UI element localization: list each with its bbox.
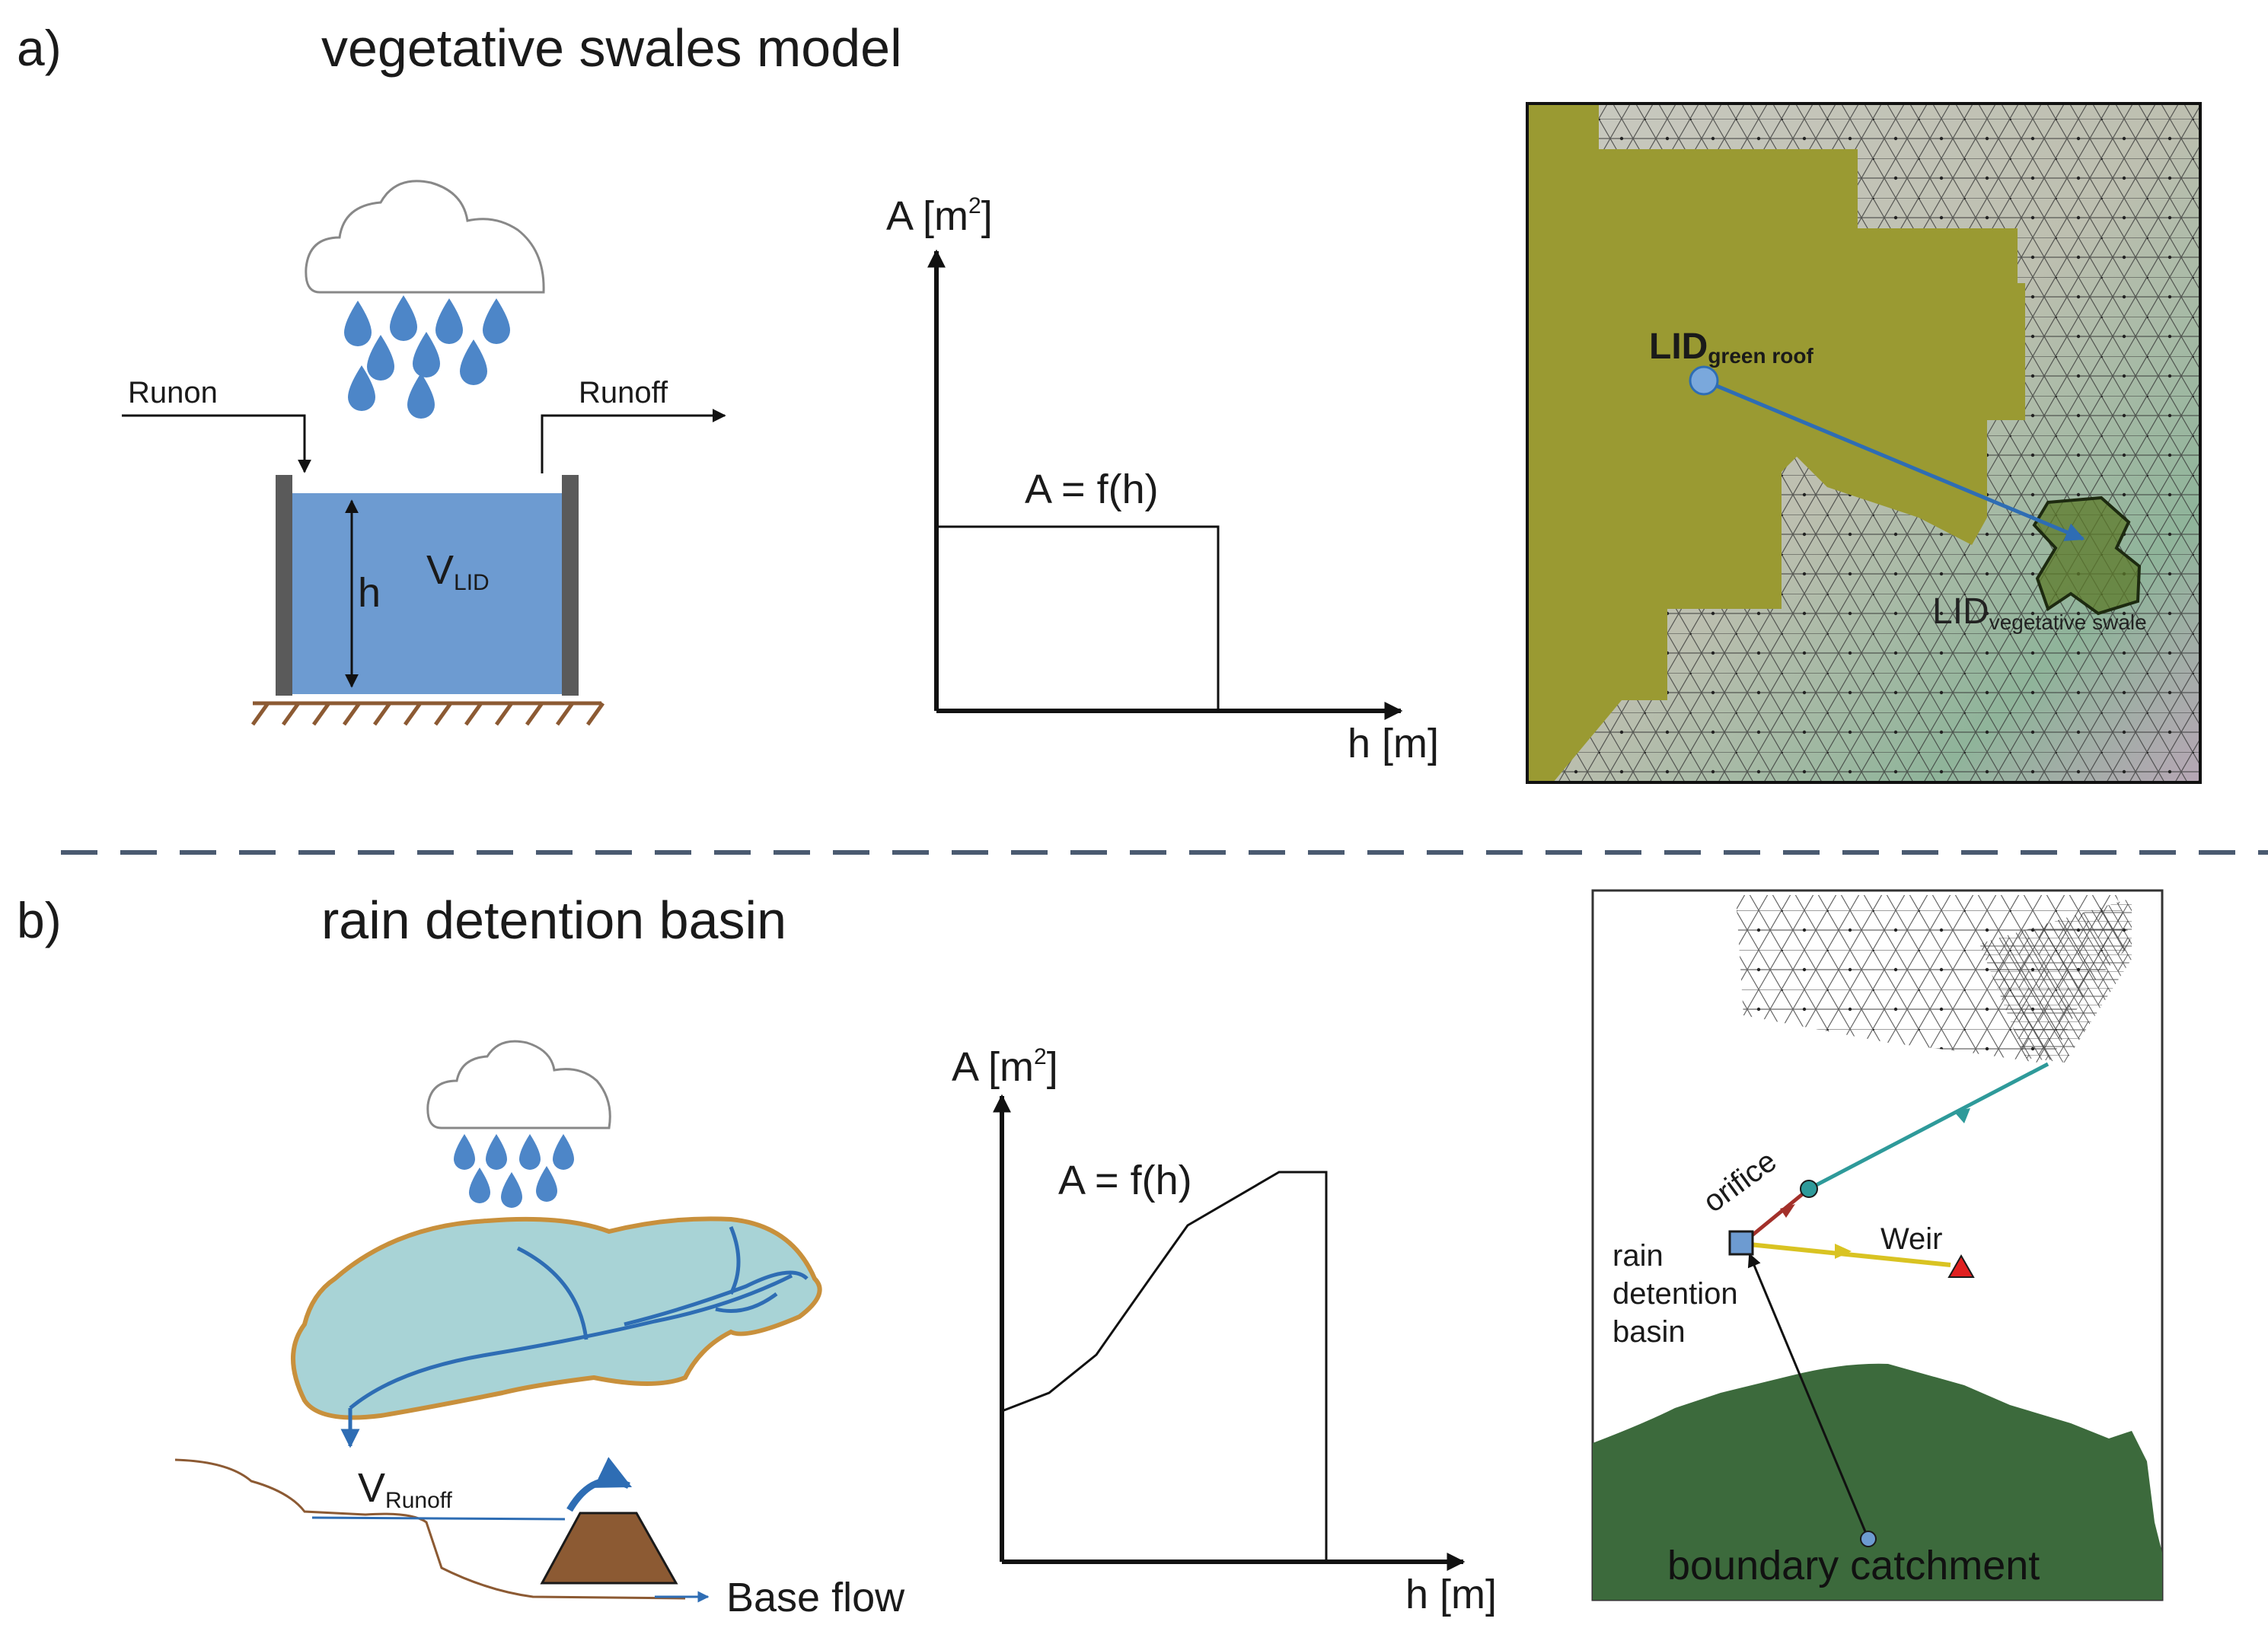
basin-label-line2: detention — [1612, 1277, 1738, 1311]
panel-a — [122, 102, 2202, 784]
chart-a-y-close: ] — [981, 193, 993, 239]
chart-a-x-label: h [m] — [1348, 721, 1440, 766]
chart-b-y-close: ] — [1046, 1044, 1058, 1090]
lid-green-roof-sub: green roof — [1708, 344, 1813, 368]
panel-b-letter: b) — [17, 892, 62, 948]
overflow-arrow — [566, 1457, 633, 1512]
panel-b — [174, 889, 2164, 1603]
lid-swale-label: LIDvegetative swale — [1932, 594, 2147, 633]
raindrops-icon — [344, 295, 510, 419]
basin-label-line3: basin — [1612, 1315, 1686, 1349]
panel-a-letter: a) — [17, 20, 62, 76]
tank-wall-right — [562, 475, 579, 696]
runoff-volume-sub: Runoff — [385, 1488, 452, 1513]
tank-wall-left — [276, 475, 292, 696]
runoff-volume-label: VRunoff — [358, 1467, 452, 1512]
chart-a-y-text: A [m — [886, 193, 969, 239]
volume-sub: LID — [454, 570, 490, 595]
chart-a-function-label: A = f(h) — [1025, 467, 1159, 512]
lid-green-roof-main: LID — [1649, 327, 1708, 367]
runoff-volume-main: V — [358, 1465, 386, 1511]
runoff-level-line — [311, 1516, 566, 1521]
chart-b-x-label: h [m] — [1405, 1572, 1498, 1617]
raindrops-icon — [454, 1134, 574, 1208]
chart-a — [927, 249, 1403, 720]
lid-swale-main: LID — [1932, 591, 1989, 632]
runon-arrow — [122, 414, 311, 473]
runoff-arrow — [541, 409, 726, 473]
detention-dam — [540, 1512, 678, 1585]
boundary-catchment-area — [1593, 1363, 2162, 1600]
map-a — [1526, 102, 2202, 784]
volume-label: VLID — [426, 550, 490, 594]
chart-a-curve — [936, 525, 1220, 711]
height-label: h — [358, 570, 381, 616]
boundary-catchment-label: boundary catchment — [1667, 1543, 2040, 1588]
map-b — [1591, 889, 2164, 1601]
terrain-line — [174, 1458, 686, 1600]
chart-b-curve — [1001, 1171, 1328, 1562]
teal-link — [1807, 1062, 2049, 1191]
weir-link — [1741, 1241, 1951, 1267]
water-volume — [291, 493, 563, 694]
lid-link-line — [1703, 378, 2085, 541]
volume-main: V — [426, 547, 455, 593]
catchment-link — [1747, 1253, 1870, 1540]
chart-a-y-label: A [m2] — [886, 195, 993, 237]
cloud-icon — [426, 1040, 611, 1129]
runon-label: Runon — [128, 376, 218, 409]
chart-b-function-label: A = f(h) — [1058, 1158, 1192, 1203]
catchment-centroid — [1860, 1531, 1877, 1547]
green-roof-polygon — [1527, 104, 2025, 782]
chart-b-y-text: A [m — [952, 1044, 1035, 1090]
chart-b-y-sup: 2 — [1034, 1044, 1047, 1069]
chart-b — [993, 1094, 1466, 1571]
outfall-node — [1947, 1254, 1975, 1278]
rain-detention-basin-node — [1728, 1230, 1754, 1256]
base-flow-label: Base flow — [726, 1575, 905, 1620]
chart-b-y-label: A [m2] — [952, 1046, 1058, 1088]
basin-label-line1: rain — [1612, 1239, 1664, 1273]
catchment-area — [291, 1216, 822, 1420]
runoff-label: Runoff — [579, 376, 668, 409]
chart-a-y-sup: 2 — [968, 193, 981, 218]
junction-node — [1800, 1180, 1818, 1198]
green-roof-node — [1689, 365, 1719, 396]
lid-swale-sub: vegetative swale — [1989, 610, 2147, 634]
weir-label: Weir — [1880, 1222, 1943, 1256]
lid-green-roof-label: LIDgreen roof — [1649, 329, 1813, 367]
stream-network — [340, 1226, 809, 1448]
ground-hatching — [250, 701, 605, 726]
vegetative-swale-polygon — [2032, 495, 2142, 616]
panel-b-title: rain detention basin — [321, 890, 786, 950]
cloud-icon — [305, 180, 545, 294]
panel-a-title: vegetative swales model — [321, 18, 902, 78]
